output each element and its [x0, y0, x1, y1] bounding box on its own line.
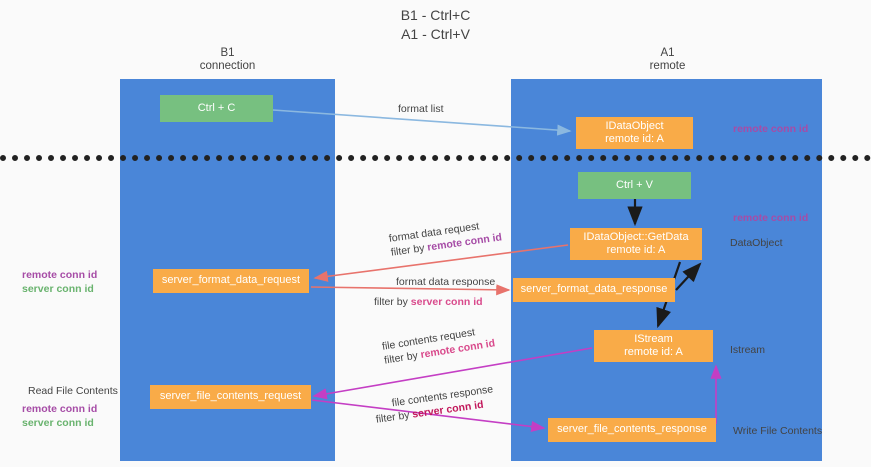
- side-label-conn-ids-top: remote conn id server conn id: [22, 268, 97, 296]
- side-label-remote-conn-id-mid: remote conn id: [733, 212, 809, 224]
- filter-prefix: filter by: [375, 408, 414, 426]
- node-idataobject-getdata-label: IDataObject::GetData: [583, 230, 689, 243]
- node-idataobject-getdata-sublabel: remote id: A: [606, 244, 666, 256]
- side-label-read-file-contents: Read File Contents: [28, 385, 118, 397]
- node-server-file-contents-request-label: server_file_contents_request: [159, 390, 302, 403]
- node-istream-sublabel: remote id: A: [624, 346, 683, 358]
- filter-prefix: filter by: [390, 241, 429, 259]
- filter-prefix: filter by: [374, 296, 411, 308]
- edge-label-format-data-response-line1: format data response: [396, 276, 496, 288]
- side-label-dataobject: DataObject: [730, 237, 783, 249]
- side-label-remote-conn-id: remote conn id: [22, 269, 98, 281]
- edge-label-file-contents-response: file contents response filter by server …: [373, 382, 496, 426]
- side-label-server-conn-id-2: server conn id: [22, 417, 94, 429]
- node-ctrl-v-label: Ctrl + V: [616, 178, 653, 191]
- side-label-remote-conn-id-top: remote conn id: [733, 123, 809, 135]
- diagram-title: B1 - Ctrl+C A1 - Ctrl+V: [400, 7, 471, 42]
- lane-title-a1: A1 remote: [649, 47, 686, 72]
- node-server-format-data-request[interactable]: server_format_data_request: [153, 269, 309, 293]
- lane-title-b1: B1 connection: [199, 47, 256, 72]
- node-ctrl-v[interactable]: Ctrl + V: [578, 172, 691, 199]
- node-idataobject-label: IDataObject: [605, 119, 664, 132]
- node-idataobject[interactable]: IDataObject remote id: A: [576, 117, 693, 149]
- node-server-format-data-request-label: server_format_data_request: [161, 274, 301, 287]
- node-server-format-data-response-label: server_format_data_response: [520, 283, 668, 296]
- edge-label-format-list: format list: [398, 103, 444, 115]
- node-ctrl-c[interactable]: Ctrl + C: [160, 95, 273, 122]
- node-server-file-contents-request[interactable]: server_file_contents_request: [150, 385, 311, 409]
- node-idataobject-sublabel: remote id: A: [605, 133, 664, 145]
- edge-label-format-data-response-line2: filter by server conn id: [374, 295, 495, 309]
- side-label-server-conn-id: server conn id: [22, 283, 94, 295]
- edge-label-format-data-response: format data response filter by server co…: [374, 275, 495, 309]
- node-idataobject-getdata[interactable]: IDataObject::GetData remote id: A: [570, 228, 702, 260]
- node-server-file-contents-response-label: server_file_contents_response: [557, 423, 707, 436]
- node-ctrl-c-label: Ctrl + C: [197, 101, 236, 114]
- edge-label-file-contents-request: file contents request filter by remote c…: [381, 322, 496, 367]
- node-server-format-data-response[interactable]: server_format_data_response: [513, 278, 675, 302]
- side-label-istream: Istream: [730, 344, 766, 356]
- side-label-remote-conn-id-2: remote conn id: [22, 403, 98, 415]
- edge-label-format-data-request: format data request filter by remote con…: [388, 216, 503, 259]
- node-istream-label: IStream: [634, 332, 673, 345]
- side-label-write-file-contents: Write File Contents: [733, 425, 823, 437]
- side-label-conn-ids-bottom: remote conn id server conn id: [22, 402, 97, 430]
- node-istream[interactable]: IStream remote id: A: [594, 330, 713, 362]
- filter-key-server-conn-id: server conn id: [410, 296, 483, 308]
- phase-divider: [0, 155, 871, 161]
- node-server-file-contents-response[interactable]: server_file_contents_response: [548, 418, 716, 442]
